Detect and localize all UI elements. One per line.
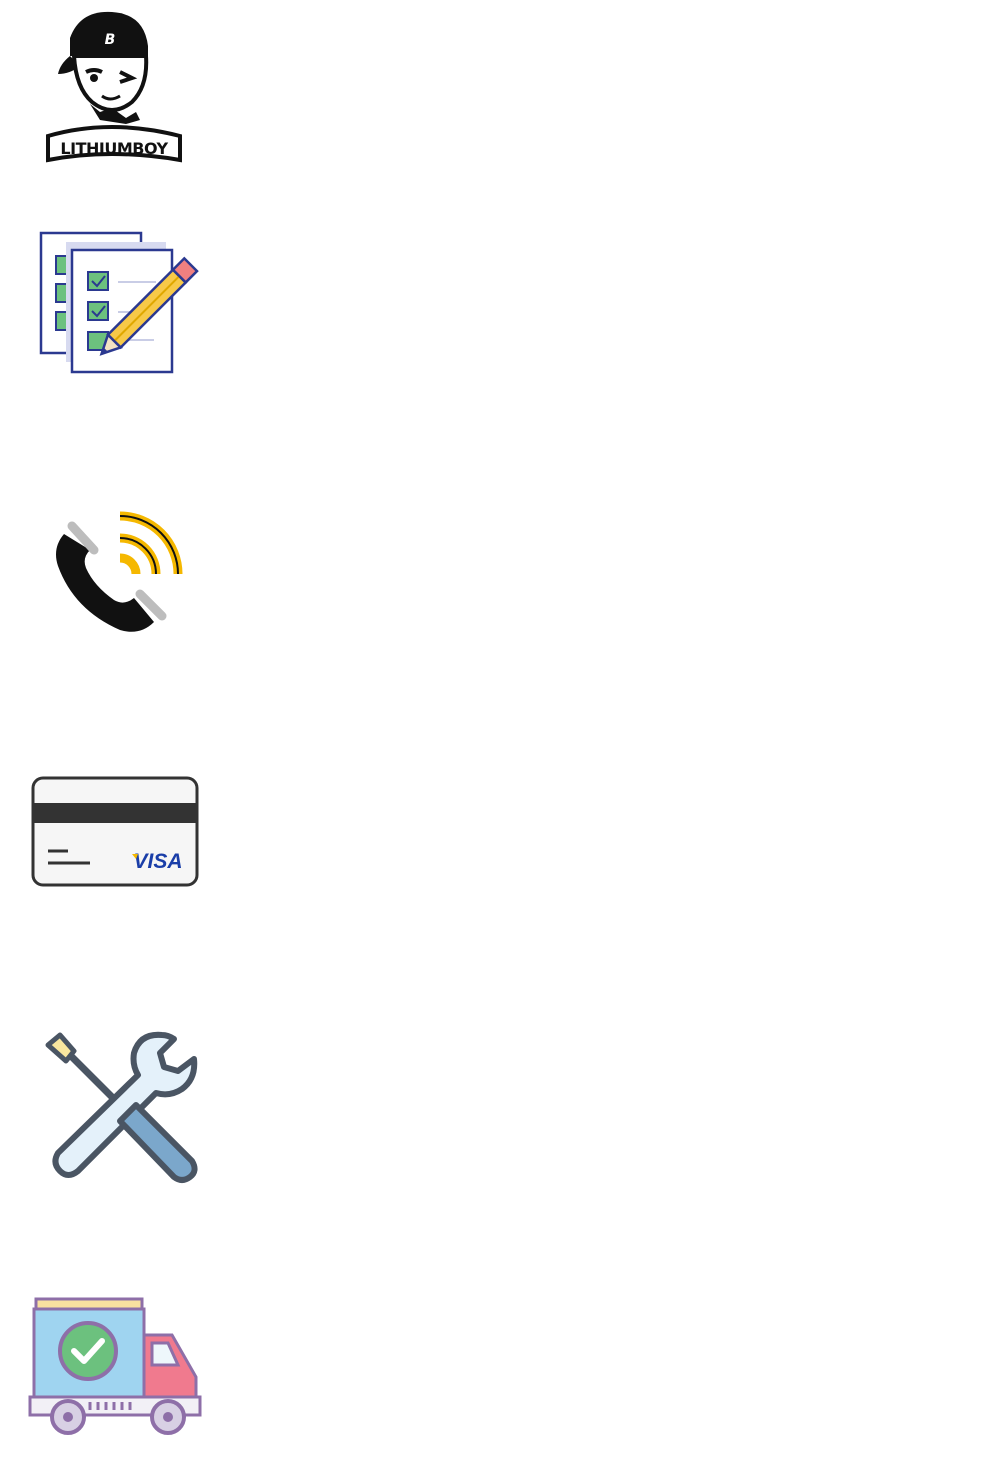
- cap-letter: B: [105, 32, 116, 48]
- phone-call-icon: [50, 498, 195, 638]
- tools-icon: [40, 1025, 202, 1185]
- brand-name: LITHIUMBOY: [60, 139, 168, 158]
- credit-card-icon: VISA: [30, 775, 200, 888]
- checklist-pencil-icon: [36, 228, 206, 378]
- delivery-truck-icon: [26, 1295, 204, 1440]
- visa-logo: VISA: [133, 850, 182, 873]
- lithiumboy-logo-icon: B LITHIUMBOY: [40, 8, 190, 163]
